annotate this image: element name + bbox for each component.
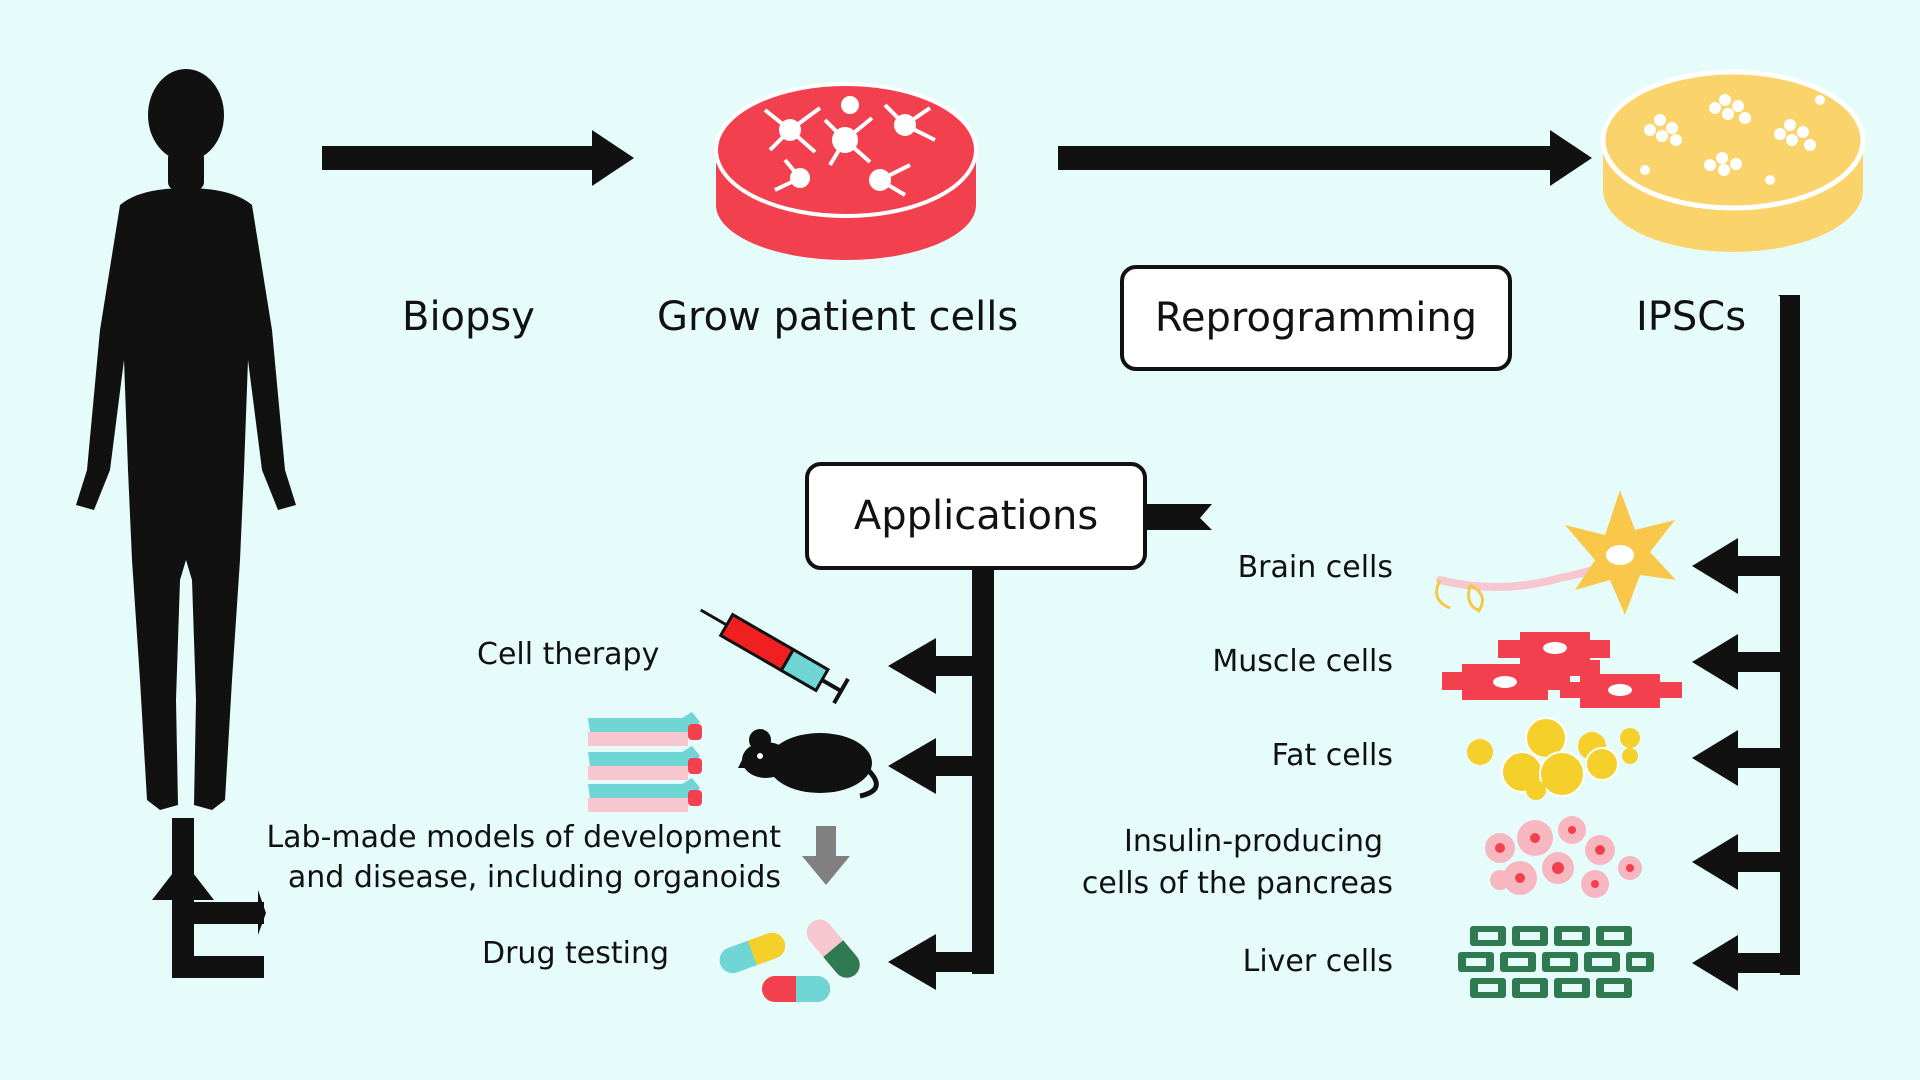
syringe-icon (699, 608, 850, 705)
label-insulin-line-1: Insulin-producing (1124, 824, 1384, 859)
reprogramming-arrow (1058, 130, 1592, 186)
label-brain-cells: Brain cells (1237, 550, 1393, 585)
ipsc-dish-icon (1600, 69, 1866, 252)
biopsy-arrow (322, 130, 634, 186)
label-applications: Applications (853, 493, 1099, 539)
gray-down-arrow (802, 826, 850, 885)
label-muscle-cells: Muscle cells (1212, 644, 1393, 679)
label-drug-testing: Drug testing (482, 936, 670, 971)
pancreas-cells-icon (1485, 816, 1642, 898)
label-reprogramming: Reprogramming (1154, 295, 1478, 341)
organoid-stack-icon (588, 712, 702, 812)
applications-branch-arrows (888, 566, 994, 990)
human-silhouette-icon (76, 69, 296, 810)
label-lab-models-line-2: and disease, including organoids (287, 860, 781, 895)
label-insulin-line-2: cells of the pancreas (1081, 866, 1393, 901)
pills-icon (719, 919, 860, 1002)
label-lab-models-line-1: Lab-made models of development (266, 820, 781, 855)
label-ipscs: IPSCs (1636, 294, 1747, 340)
mouse-icon (738, 729, 879, 799)
patient-cells-dish-icon (714, 82, 978, 260)
label-fat-cells: Fat cells (1271, 738, 1393, 773)
applications-box: Applications (805, 462, 1147, 570)
label-biopsy: Biopsy (402, 294, 535, 340)
label-grow-patient-cells: Grow patient cells (657, 294, 1019, 340)
return-arrow (152, 818, 266, 978)
label-cell-therapy: Cell therapy (477, 637, 660, 672)
liver-cells-icon (1458, 926, 1654, 998)
ipsc-branch-arrows (1692, 295, 1800, 991)
muscle-cells-icon (1442, 632, 1682, 708)
fat-cells-icon (1467, 717, 1640, 800)
label-liver-cells: Liver cells (1242, 944, 1393, 979)
applications-connector (1140, 504, 1212, 530)
reprogramming-box: Reprogramming (1120, 265, 1512, 371)
neuron-icon (1435, 490, 1676, 615)
